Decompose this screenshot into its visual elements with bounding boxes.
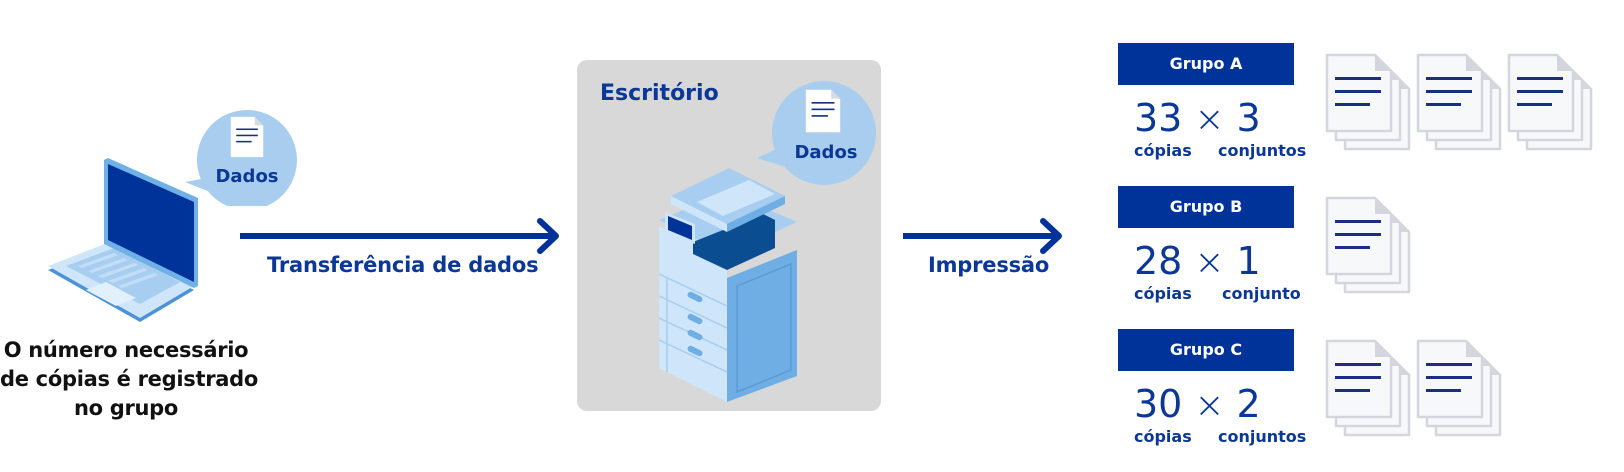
bubble-label: Dados (215, 166, 279, 187)
printer-icon (658, 168, 797, 402)
sets-value: 2 (1236, 382, 1261, 426)
group-a: Grupo A 33 × 3 cópias conjuntos (1118, 43, 1588, 163)
data-bubble-laptop: Dados (185, 106, 301, 206)
data-bubble-printer: Dados (757, 78, 887, 188)
document-icon (805, 88, 841, 134)
group-count: 33 × 3 (1134, 96, 1261, 140)
office-title: Escritório (600, 81, 719, 106)
group-c: Grupo C 30 × 2 cópias conjuntos (1118, 329, 1588, 449)
document-icon (230, 116, 264, 158)
transfer-arrow-icon (240, 218, 559, 254)
speech-bubble-icon (185, 110, 297, 206)
sets-value: 1 (1236, 239, 1261, 283)
laptop-caption: O número necessário de cópias é registra… (0, 336, 258, 423)
multiply-sign: × (1194, 242, 1225, 283)
document-stack-icon (1325, 339, 1411, 437)
document-stack-icon (1416, 53, 1502, 151)
caption-line: de cópias é registrado (0, 367, 258, 391)
copies-value: 30 (1134, 382, 1183, 426)
sets-value: 3 (1236, 96, 1261, 140)
copies-unit: cópias (1134, 284, 1192, 303)
document-stack-icon (1325, 196, 1411, 294)
speech-bubble-icon (757, 81, 876, 185)
group-header: Grupo A (1118, 43, 1294, 85)
caption-line: O número necessário (3, 338, 249, 362)
group-count: 30 × 2 (1134, 382, 1261, 426)
print-label: Impressão (928, 253, 1050, 277)
caption-line: no grupo (73, 396, 179, 420)
document-stack-icon (1416, 339, 1502, 437)
document-stack-icon (1507, 53, 1593, 151)
sets-unit: conjunto (1222, 284, 1301, 303)
bubble-label: Dados (794, 142, 858, 163)
sets-unit: conjuntos (1218, 141, 1307, 160)
document-stack-icon (1325, 53, 1411, 151)
transfer-label: Transferência de dados (267, 253, 539, 277)
group-b: Grupo B 28 × 1 cópias conjunto (1118, 186, 1588, 306)
copies-unit: cópias (1134, 141, 1192, 160)
group-header: Grupo C (1118, 329, 1294, 371)
copies-value: 28 (1134, 239, 1183, 283)
copies-value: 33 (1134, 96, 1183, 140)
multiply-sign: × (1194, 385, 1225, 426)
group-header: Grupo B (1118, 186, 1294, 228)
copies-unit: cópias (1134, 427, 1192, 446)
sets-unit: conjuntos (1218, 427, 1307, 446)
office-panel: Escritório Dados (577, 60, 881, 411)
multiply-sign: × (1194, 99, 1225, 140)
group-count: 28 × 1 (1134, 239, 1261, 283)
laptop-icon (48, 158, 198, 322)
print-arrow-icon (903, 218, 1062, 254)
